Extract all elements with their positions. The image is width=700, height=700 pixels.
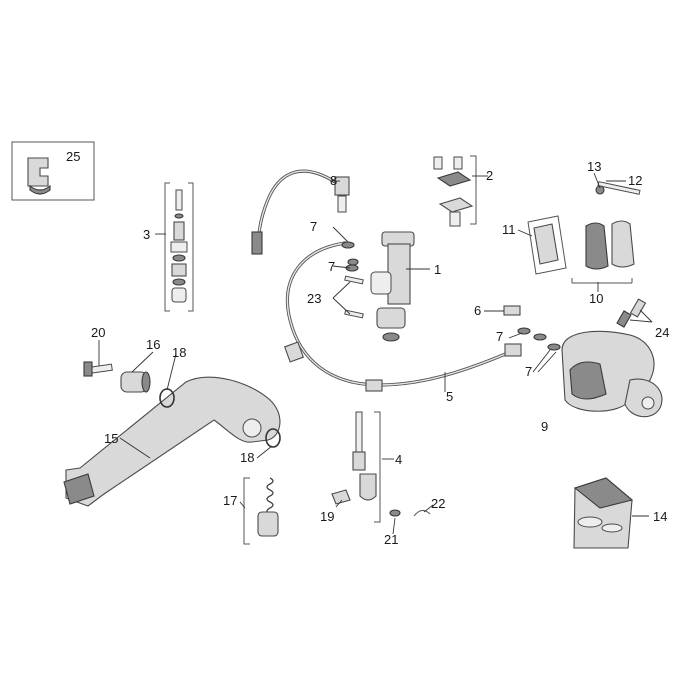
callout-11: 11 (502, 222, 516, 237)
part-8-switch-cable (251, 169, 350, 255)
part-25-frame (11, 141, 95, 201)
callout-18-a: 18 (172, 345, 186, 360)
part-25-clip-box (11, 141, 95, 201)
part-2-reservoir-cap (433, 155, 477, 227)
callout-21: 21 (384, 532, 398, 547)
callout-3: 3 (143, 227, 150, 242)
callout-23: 23 (307, 291, 321, 306)
part-23-bolts (344, 258, 364, 319)
callout-5: 5 (446, 389, 453, 404)
callout-18-b: 18 (240, 450, 254, 465)
part-25-clip (27, 157, 49, 187)
leader-lines (98, 172, 653, 535)
part-9-brake-caliper (561, 330, 663, 418)
part-10-11-brake-pads (527, 215, 635, 284)
callout-15: 15 (104, 431, 118, 446)
part-24-bleeder-valves (616, 298, 647, 328)
part-17-spring-sleeve (243, 477, 279, 545)
callout-labels: 1 2 3 4 5 6 7 7 7 7 8 9 10 11 12 13 14 1… (66, 149, 669, 547)
callout-7-c: 7 (496, 329, 503, 344)
part-16-bushing (120, 371, 151, 393)
callout-9: 9 (541, 419, 548, 434)
callout-7-a: 7 (310, 219, 317, 234)
part-5-brake-hose (283, 241, 522, 392)
callout-10: 10 (589, 291, 603, 306)
callout-12: 12 (628, 173, 642, 188)
part-14-parts-kit (573, 477, 634, 549)
part-12-13-pin (595, 181, 641, 195)
callout-17: 17 (223, 493, 237, 508)
callout-24: 24 (655, 325, 669, 340)
callout-1: 1 (434, 262, 441, 277)
callout-22: 22 (431, 496, 445, 511)
callout-16: 16 (146, 337, 160, 352)
part-3-piston-kit (164, 182, 194, 312)
callout-4: 4 (395, 452, 402, 467)
callout-8: 8 (330, 173, 337, 188)
part-6-7-banjo-bolt (341, 241, 561, 351)
part-4-push-rod (352, 411, 381, 523)
callout-2: 2 (486, 168, 493, 183)
callout-13: 13 (587, 159, 601, 174)
callout-14: 14 (653, 509, 667, 524)
part-19-21-22-pins (331, 489, 431, 517)
part-1-master-cylinder (370, 231, 415, 342)
callout-6: 6 (474, 303, 481, 318)
callout-7-b: 7 (328, 259, 335, 274)
callout-20: 20 (91, 325, 105, 340)
part-15-brake-pedal (63, 376, 281, 507)
callout-7-d: 7 (525, 364, 532, 379)
callout-19: 19 (320, 509, 334, 524)
part-20-bolt (83, 361, 113, 377)
callout-25: 25 (66, 149, 80, 164)
